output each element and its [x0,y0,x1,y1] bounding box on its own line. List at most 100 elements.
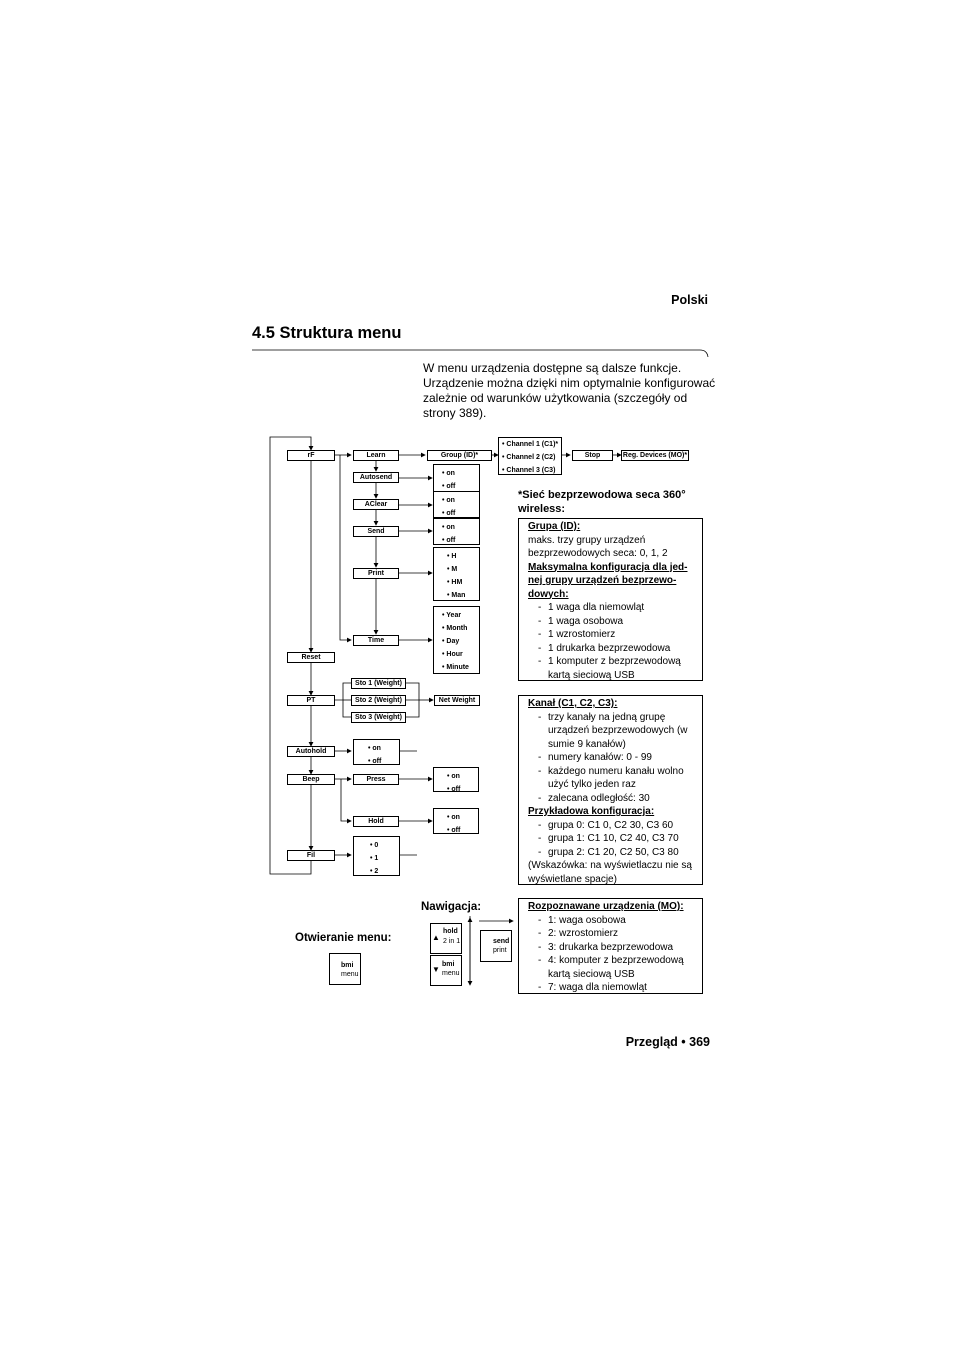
menu-group-id: Group (ID)* [427,450,492,461]
option-on: • on [447,814,460,821]
menu-learn: Learn [353,450,399,461]
press-options: • on • off [433,767,479,793]
option-off: • off [442,537,456,544]
menu-print: Print [353,568,399,579]
menu-aclear: AClear [353,499,399,510]
option-h: • H [447,553,457,560]
option-0: • 0 [370,842,379,849]
title-rule [252,349,709,358]
channel-hint: (Wskazówka: na wyświetlaczu nie są wyświ… [528,860,692,885]
menu-beep: Beep [287,774,335,785]
list-item: 1 waga osobowa [538,615,698,629]
open-menu-label: Otwieranie menu: [295,932,392,944]
option-year: • Year [442,612,462,619]
key-bottom-label: menu [341,971,359,978]
intro-paragraph: W menu urządzenia dostępne są dalsze fun… [423,361,716,420]
option-on: • on [447,773,460,780]
channel-heading2: Przykładowa konfiguracja: [528,806,655,817]
key-bottom-label: menu [442,970,460,977]
menu-reg-devices: Reg. Devices (MO)* [621,450,689,461]
autohold-options: • on • off [353,739,400,765]
menu-fil: Fil [287,850,335,861]
option-off: • off [442,483,456,490]
page-footer: Przegląd • 369 [625,1035,710,1049]
option-off: • off [447,827,461,834]
channel-3: • Channel 3 (C3) [502,467,556,474]
channel-list-items: trzy kanały na jedną grupę urządzeń bezp… [528,711,698,806]
menu-send: Send [353,526,399,537]
list-item: 1 waga dla niemowląt [538,601,698,615]
option-1: • 1 [370,855,379,862]
list-item: numery kanałów: 0 - 99 [538,751,698,765]
option-off: • off [442,510,456,517]
list-item: każdego numeru kanału wolno użyć tylko j… [538,765,698,792]
menu-autohold: Autohold [287,746,335,757]
option-off: • off [368,758,382,765]
list-item: 1 wzrostomierz [538,628,698,642]
menu-hold: Hold [353,816,399,827]
option-on: • on [442,524,455,531]
bmi-menu-key[interactable]: ▼ bmi menu [430,955,462,986]
channel-heading: Kanał (C1, C2, C3): [528,698,618,709]
key-bottom-label: print [493,947,507,954]
panel-group: Grupa (ID): maks. trzy grupy urządzeń be… [518,518,703,681]
channel-1: • Channel 1 (C1)* [502,441,559,448]
list-item: 1 komputer z bezprzewodową kartą sieciow… [538,655,698,682]
hold-options: • on • off [433,808,479,834]
open-bmi-menu-key[interactable]: bmi menu [329,953,361,985]
menu-sto3: Sto 3 (Weight) [351,712,406,723]
devices-list: 1: waga osobowa 2: wzrostomierz 3: druka… [528,914,698,995]
wireless-note: *Sieć bezprzewodowa seca 360° wireless: [518,489,686,515]
group-list: 1 waga dla niemowląt 1 waga osobowa 1 wz… [528,601,698,682]
menu-sto1: Sto 1 (Weight) [351,678,406,689]
menu-net-weight: Net Weight [434,695,480,706]
key-top-label: bmi [341,962,354,969]
list-item: 2: wzrostomierz [538,927,698,941]
navigation-label: Nawigacja: [421,901,482,913]
option-2: • 2 [370,868,379,875]
fil-options: • 0 • 1 • 2 [353,836,400,876]
panel-channel: Kanał (C1, C2, C3): trzy kanały na jedną… [518,695,703,885]
menu-press: Press [353,774,399,785]
list-item: grupa 0: C1 0, C2 30, C3 60 [538,819,698,833]
menu-stop: Stop [572,450,613,461]
list-item: 7: waga dla niemowląt [538,981,698,995]
menu-pt: PT [287,695,335,706]
menu-autosend: Autosend [353,472,399,483]
list-item: 4: komputer z bezprzewodową kartą siecio… [538,954,698,981]
option-minute: • Minute [442,664,469,671]
menu-sto2: Sto 2 (Weight) [351,695,406,706]
group-heading: Grupa (ID): [528,521,581,532]
list-item: grupa 1: C1 10, C2 40, C3 70 [538,832,698,846]
hold-2in1-key[interactable]: ▲ hold 2 in 1 [430,923,462,954]
menu-reset: Reset [287,652,335,663]
option-off: • off [447,786,461,793]
option-on: • on [368,745,381,752]
menu-rf: rF [287,450,335,461]
key-top-label: hold [443,928,458,935]
option-man: • Man [447,592,466,599]
list-item: trzy kanały na jedną grupę urządzeń bezp… [538,711,698,752]
key-top-label: bmi [442,961,455,968]
send-print-key[interactable]: send print [480,930,512,962]
time-options: • Year • Month • Day • Hour • Minute [433,606,480,674]
menu-time: Time [353,635,399,646]
arrow-down-icon: ▼ [432,965,440,974]
option-hour: • Hour [442,651,463,658]
arrow-up-icon: ▲ [432,933,440,942]
list-item: 1 drukarka bezprzewodowa [538,642,698,656]
print-options: • H • M • HM • Man [433,547,480,601]
list-item: zalecana odległość: 30 [538,792,698,806]
devices-heading: Rozpoznawane urządzenia (MO): [528,901,684,912]
option-hm: • HM [447,579,463,586]
option-on: • on [442,470,455,477]
aclear-options: • on • off [433,491,480,518]
option-month: • Month [442,625,468,632]
option-m: • M [447,566,458,573]
list-item: grupa 2: C1 20, C2 50, C3 80 [538,846,698,860]
group-heading2: Maksymalna konfiguracja dla jed- nej gru… [528,561,688,600]
list-item: 3: drukarka bezprzewodowa [538,941,698,955]
language-label: Polski [671,293,708,307]
key-top-label: send [493,938,510,945]
